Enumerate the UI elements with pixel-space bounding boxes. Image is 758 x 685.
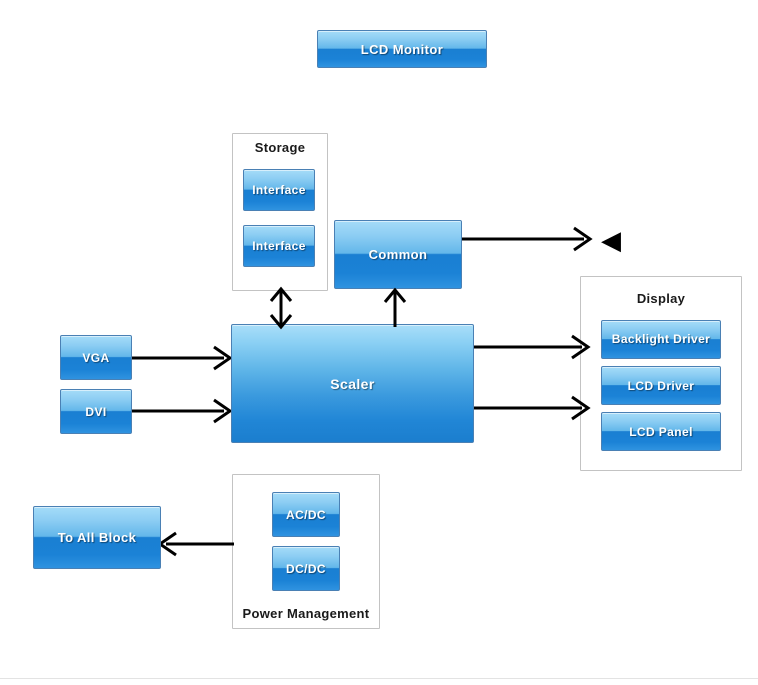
block-storage-interface-1[interactable]: Interface bbox=[243, 169, 315, 211]
footer-divider bbox=[0, 678, 758, 679]
block-acdc[interactable]: AC/DC bbox=[272, 492, 340, 537]
connector-scaler-to-lcd-panel bbox=[474, 395, 591, 421]
block-lcd-panel[interactable]: LCD Panel bbox=[601, 412, 721, 451]
group-power-management bbox=[232, 474, 380, 629]
block-vga[interactable]: VGA bbox=[60, 335, 132, 380]
group-display bbox=[580, 276, 742, 471]
block-dcdc[interactable]: DC/DC bbox=[272, 546, 340, 591]
connector-common-to-speaker bbox=[462, 226, 593, 252]
block-lcd-driver[interactable]: LCD Driver bbox=[601, 366, 721, 405]
block-dvi[interactable]: DVI bbox=[60, 389, 132, 434]
block-scaler[interactable]: Scaler bbox=[231, 324, 474, 443]
group-storage-title: Storage bbox=[254, 140, 306, 155]
block-to-all-block[interactable]: To All Block bbox=[33, 506, 161, 569]
block-storage-interface-2[interactable]: Interface bbox=[243, 225, 315, 267]
group-display-title: Display bbox=[636, 291, 686, 306]
block-backlight-driver[interactable]: Backlight Driver bbox=[601, 320, 721, 359]
connector-scaler-to-backlight-driver bbox=[474, 334, 591, 360]
block-lcd-monitor[interactable]: LCD Monitor bbox=[317, 30, 487, 68]
speaker-icon: ◀ bbox=[601, 225, 621, 255]
connector-dvi-to-scaler bbox=[132, 398, 233, 424]
connector-vga-to-scaler bbox=[132, 345, 233, 371]
connector-scaler-to-common bbox=[383, 287, 407, 327]
connector-scaler-storage-bidirectional bbox=[269, 286, 293, 330]
block-common[interactable]: Common bbox=[334, 220, 462, 289]
group-power-management-title: Power Management bbox=[242, 606, 370, 621]
connector-power-to-all-block bbox=[157, 531, 234, 557]
group-storage bbox=[232, 133, 328, 291]
